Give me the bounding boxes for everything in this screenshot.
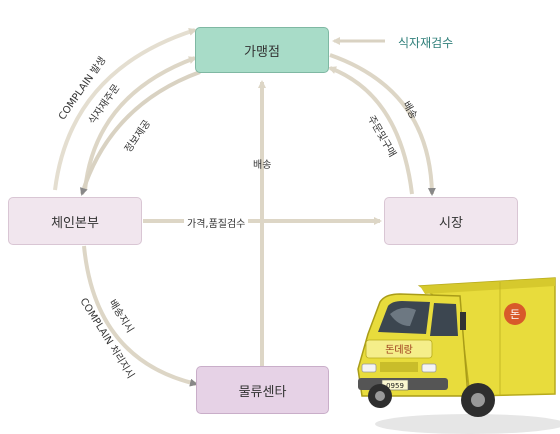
truck-front-logo-text: 돈데랑 bbox=[385, 344, 413, 356]
truck-plate-text: 0959 bbox=[386, 382, 404, 390]
arrow-hq-to-logistics bbox=[82, 245, 198, 387]
node-hq-label: 체인본부 bbox=[51, 215, 99, 231]
label-price-quality: 가격,품질검수 bbox=[184, 215, 249, 230]
arrow-store-to-hq bbox=[79, 70, 201, 196]
arrow-store-to-market bbox=[329, 53, 436, 196]
node-store: 가맹점 bbox=[195, 27, 329, 73]
node-logistics-label: 물류센타 bbox=[238, 384, 287, 400]
node-market: 시장 bbox=[384, 197, 518, 245]
node-hq: 체인본부 bbox=[8, 197, 142, 245]
label-inspection: 식자재검수 bbox=[398, 36, 454, 50]
arrow-market-to-store bbox=[328, 66, 414, 195]
truck-side-logo-text: 돈 bbox=[510, 308, 520, 321]
node-market-label: 시장 bbox=[439, 215, 463, 231]
arrow-hq-to-store-outer bbox=[53, 28, 197, 191]
node-logistics: 물류센타 bbox=[196, 366, 329, 414]
label-delivery-center: 배송 bbox=[253, 160, 272, 171]
delivery-truck-illustration: 돈 돈데랑 0959 bbox=[357, 277, 560, 434]
node-store-label: 가맹점 bbox=[244, 44, 280, 60]
arrow-hq-to-store-inner bbox=[83, 56, 197, 191]
